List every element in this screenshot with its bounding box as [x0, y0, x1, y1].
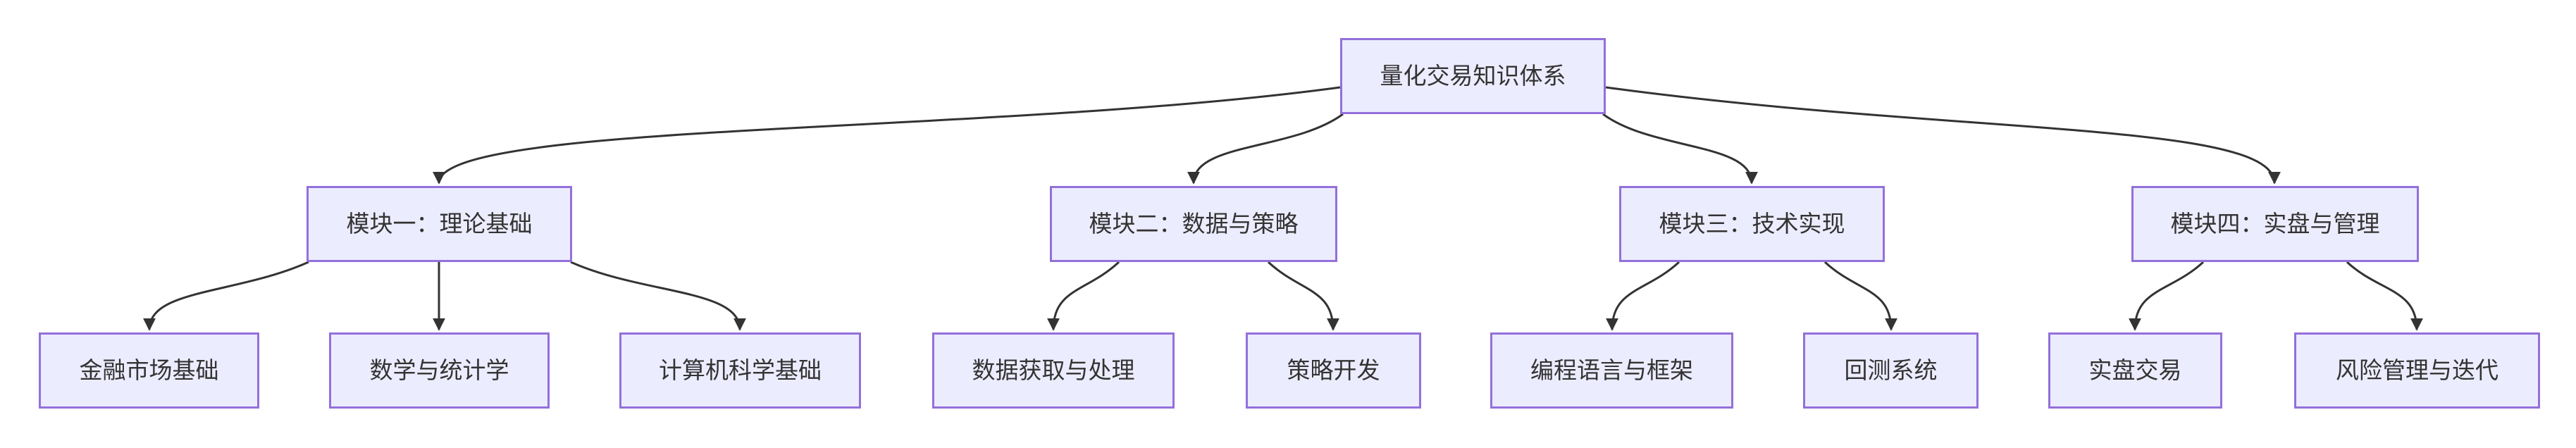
node-module-1: 模块一：理论基础	[306, 186, 572, 262]
node-leaf-1-label: 金融市场基础	[79, 357, 219, 384]
node-leaf-4-label: 数据获取与处理	[972, 357, 1135, 384]
node-root: 量化交易知识体系	[1340, 38, 1606, 114]
edge-module-3-leaf-7	[1823, 261, 1897, 331]
node-leaf-8-label: 实盘交易	[2088, 357, 2182, 384]
node-leaf-5-label: 策略开发	[1287, 357, 1380, 384]
node-leaf-programming-frameworks: 编程语言与框架	[1490, 332, 1733, 409]
edge-root-module-3	[1602, 113, 1758, 185]
node-leaf-computer-science: 计算机科学基础	[619, 332, 861, 409]
node-module-2: 模块二：数据与策略	[1050, 186, 1337, 262]
node-leaf-financial-markets: 金融市场基础	[39, 332, 259, 409]
edge-module-2-leaf-4	[1047, 261, 1120, 331]
node-module-3-label: 模块三：技术实现	[1659, 211, 1845, 237]
node-module-1-label: 模块一：理论基础	[346, 211, 533, 237]
node-leaf-live-trading: 实盘交易	[2048, 332, 2222, 409]
node-module-3: 模块三：技术实现	[1619, 186, 1885, 262]
edge-module-2-leaf-5	[1267, 261, 1339, 331]
node-module-4: 模块四：实盘与管理	[2131, 186, 2419, 262]
node-leaf-2-label: 数学与统计学	[369, 357, 509, 384]
edge-module-3-leaf-6	[1606, 261, 1680, 331]
node-leaf-data-acquisition: 数据获取与处理	[932, 332, 1175, 409]
node-leaf-risk-management: 风险管理与迭代	[2294, 332, 2540, 409]
node-leaf-9-label: 风险管理与迭代	[2336, 357, 2498, 384]
edge-module-4-leaf-9	[2346, 261, 2423, 331]
node-leaf-strategy-development: 策略开发	[1246, 332, 1421, 409]
node-leaf-7-label: 回测系统	[1844, 357, 1938, 384]
edge-module-4-leaf-8	[2129, 261, 2205, 331]
edge-root-module-4	[1605, 86, 2281, 185]
node-leaf-math-statistics: 数学与统计学	[329, 332, 550, 409]
node-leaf-backtesting-system: 回测系统	[1803, 332, 1979, 409]
node-leaf-3-label: 计算机科学基础	[659, 357, 822, 384]
node-root-label: 量化交易知识体系	[1380, 63, 1566, 89]
edge-module-1-leaf-3	[570, 261, 746, 331]
node-leaf-6-label: 编程语言与框架	[1530, 357, 1693, 384]
edge-root-module-1	[433, 86, 1341, 185]
edge-root-module-2	[1187, 113, 1344, 185]
node-module-4-label: 模块四：实盘与管理	[2170, 211, 2380, 237]
node-module-2-label: 模块二：数据与策略	[1089, 211, 1299, 237]
edge-module-1-leaf-1	[143, 261, 309, 331]
